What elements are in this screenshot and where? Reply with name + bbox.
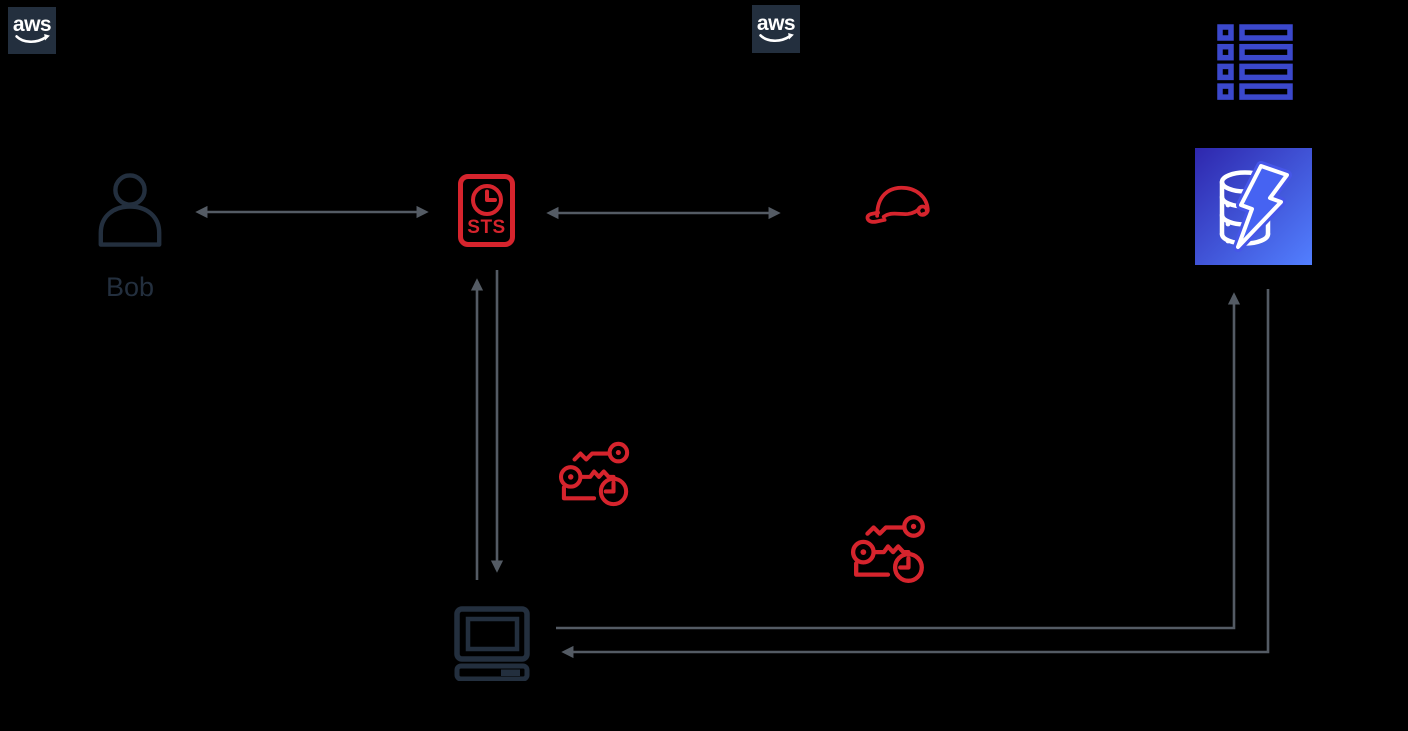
aws-logo-text: aws	[756, 11, 796, 35]
resource-stack-node	[1217, 24, 1293, 101]
hard-hat-icon	[865, 185, 930, 224]
client-laptop-node	[454, 606, 531, 681]
database-lightning-icon	[1219, 161, 1292, 252]
server-stack-icon	[1217, 24, 1293, 100]
aws-logo-icon: aws	[752, 5, 800, 53]
aws-logo-icon: aws	[8, 7, 56, 54]
temporary-credentials-lower	[849, 511, 931, 585]
temporary-credentials-upper	[556, 438, 636, 508]
keys-clock-icon	[850, 515, 925, 583]
smile-arrow-icon	[15, 34, 50, 44]
sts-clock-icon	[470, 184, 503, 216]
aws-logo-text: aws	[12, 13, 52, 36]
user-node	[93, 170, 167, 247]
sts-node: STS	[458, 174, 515, 247]
user-icon	[98, 173, 162, 247]
iam-role-node	[863, 183, 940, 228]
laptop-icon	[454, 606, 530, 681]
database-accelerator-node	[1195, 148, 1312, 265]
arrow-laptop-to-database	[556, 292, 1241, 630]
sts-label: STS	[467, 217, 506, 238]
keys-clock-icon	[558, 441, 630, 507]
arrow-database-to-laptop	[561, 289, 1270, 659]
user-name-label: Bob	[105, 272, 155, 302]
smile-arrow-icon	[759, 32, 794, 42]
